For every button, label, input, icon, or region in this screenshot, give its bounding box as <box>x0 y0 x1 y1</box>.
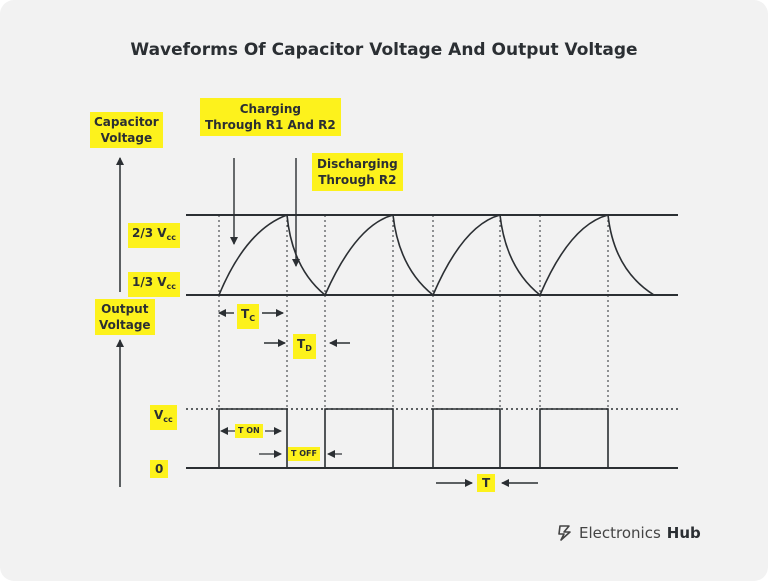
output-voltage-label: Output Voltage <box>95 299 155 335</box>
electronics-hub-brand: Electronics Hub <box>557 524 701 542</box>
electronics-hub-logo-icon <box>558 525 571 541</box>
output-square-wave <box>218 408 609 469</box>
t-on-label: T ON <box>235 424 263 438</box>
capacitor-voltage-waveform <box>218 213 655 297</box>
td-label: TD <box>293 334 316 359</box>
period-label: T <box>477 474 496 492</box>
brand-suffix: Hub <box>666 524 701 542</box>
one-third-vcc-label: 1/3 Vcc <box>128 272 181 297</box>
t-off-label: T OFF <box>288 447 320 461</box>
brand-name: Electronics <box>579 524 661 542</box>
tc-label: TC <box>237 304 260 329</box>
two-thirds-vcc-label: 2/3 Vcc <box>128 223 181 248</box>
vcc-label: Vcc <box>150 405 177 430</box>
time-guides <box>218 215 609 468</box>
diagram-title: Waveforms Of Capacitor Voltage And Outpu… <box>130 40 638 60</box>
capacitor-voltage-label: Capacitor Voltage <box>90 112 163 148</box>
charging-label: Charging Through R1 And R2 <box>200 98 341 136</box>
discharging-label: Discharging Through R2 <box>312 153 403 191</box>
zero-label: 0 <box>150 460 169 478</box>
